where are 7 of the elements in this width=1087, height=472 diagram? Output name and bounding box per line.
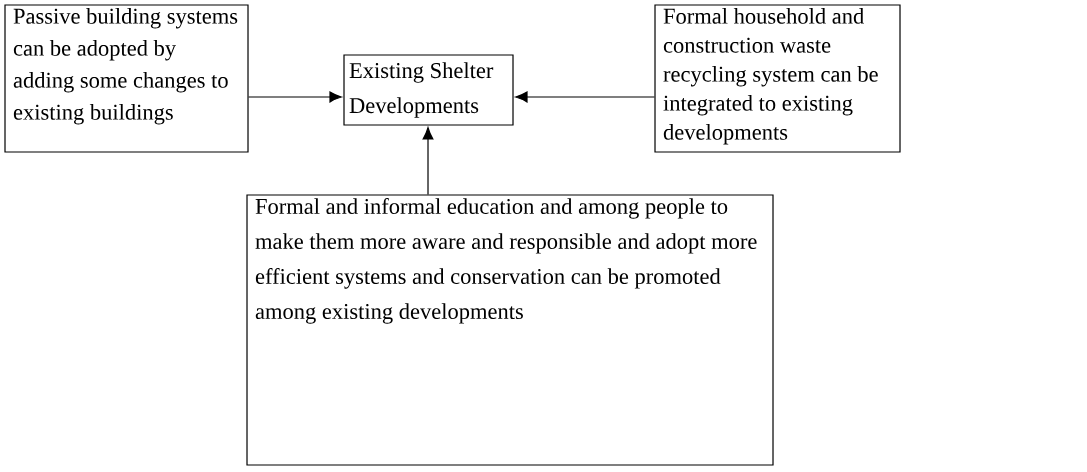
arrow (422, 127, 434, 195)
arrow (515, 91, 655, 103)
text-box: Existing Shelter Developments (343, 54, 514, 126)
text-box: Formal household and construction waste recycling system can be integrated to existing developments (654, 4, 901, 153)
text-box: Passive building systems can be adopted by adding some changes to existing buildings (4, 4, 249, 153)
arrow (248, 91, 342, 103)
text-box: Formal and informal education and among people to make them more aware and responsible and adopt more efficient systems and conservation can be promoted among existing developments (246, 194, 774, 466)
